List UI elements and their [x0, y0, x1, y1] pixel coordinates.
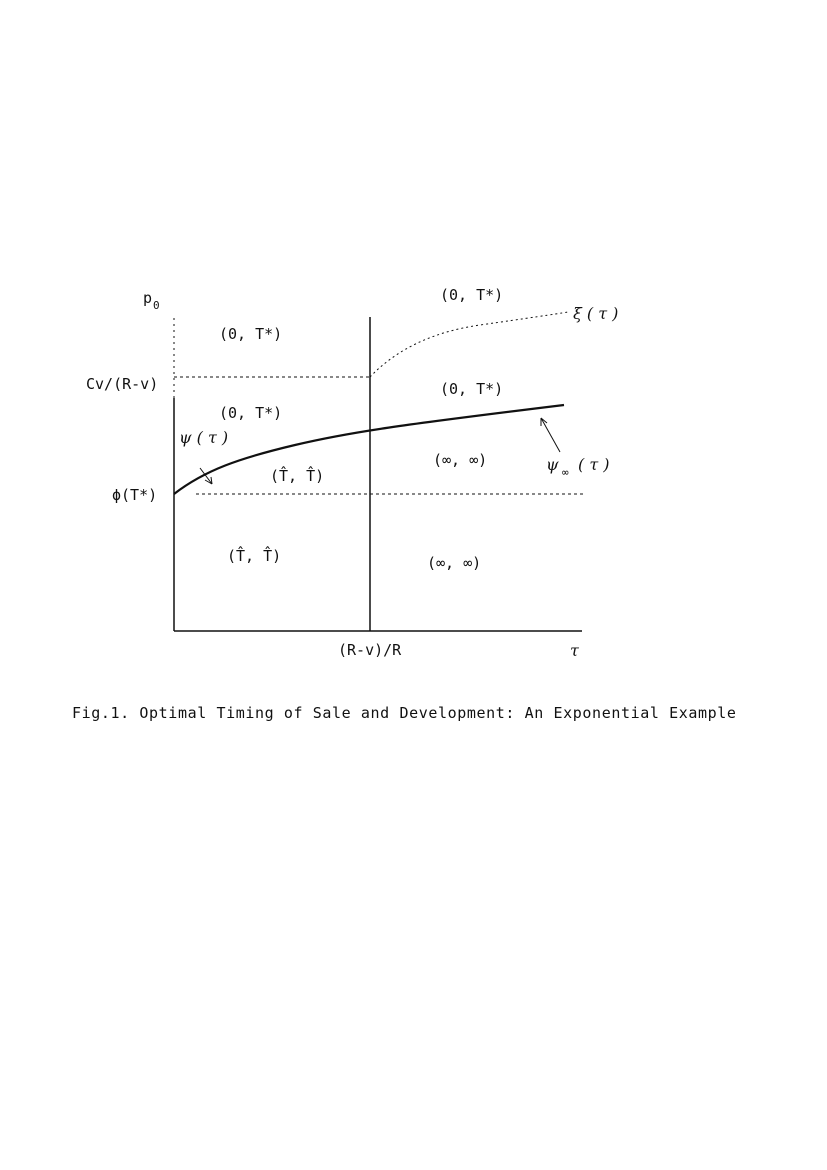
y-axis-label-subscript: 0: [153, 299, 160, 312]
cv-tick-label: Cv/(R-v): [86, 375, 158, 393]
psi-inf-subscript: ∞: [562, 466, 569, 479]
y-axis-label: p: [143, 289, 152, 307]
region-mid-left: (0, T*): [219, 404, 282, 422]
region-top-left: (0, T*): [219, 325, 282, 343]
psi-inf-label: ψ: [546, 455, 559, 474]
region-hat-mid: (T̂, T̂): [270, 465, 324, 485]
region-top-right: (0, T*): [440, 286, 503, 304]
region-inf-mid: (∞, ∞): [433, 451, 487, 469]
psi-inf-arrow: [540, 417, 561, 453]
region-hat-low: (T̂, T̂): [227, 545, 281, 565]
psi-inf-arrowhead: [540, 417, 548, 426]
psi-curve: [173, 403, 565, 495]
psi-arrowhead: [204, 476, 213, 485]
psi-inf-argument: ( τ ): [578, 455, 610, 474]
xi-label: ξ ( τ ): [573, 304, 618, 323]
xi-curve: [369, 311, 569, 378]
region-mid-right: (0, T*): [440, 380, 503, 398]
psi-label: ψ ( τ ): [179, 428, 228, 447]
x-axis-label: τ: [570, 641, 580, 660]
region-inf-low: (∞, ∞): [427, 554, 481, 572]
rv-tick-label: (R-v)/R: [338, 641, 402, 659]
figure-caption: Fig.1. Optimal Timing of Sale and Develo…: [72, 704, 737, 722]
psi-arrow: [199, 467, 213, 485]
phi-tick-label: ϕ(T*): [112, 486, 157, 504]
